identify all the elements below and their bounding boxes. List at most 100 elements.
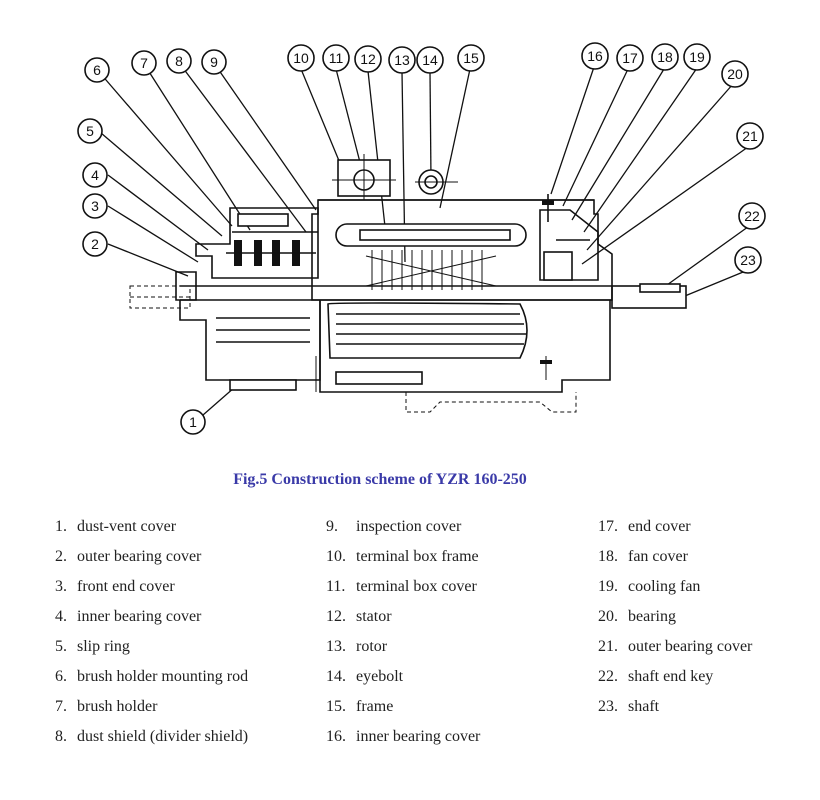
callout-16: 16 [581,42,609,70]
legend-item: 1. dust-vent cover [55,518,248,548]
legend-item: 4.inner bearing cover [55,608,248,638]
legend-item: 3.front end cover [55,578,248,608]
legend-column-1: 1.dust-vent cover 2.outer bearing cover … [55,518,248,758]
callout-13: 13 [388,46,416,74]
svg-text:9: 9 [210,54,218,70]
svg-text:14: 14 [422,52,438,68]
legend-number: 22. [598,668,618,685]
callout-11: 11 [322,44,350,72]
legend-number: 4. [55,608,67,625]
legend-label: stator [356,608,392,625]
legend-label: fan cover [628,548,688,565]
left-fins [216,317,310,343]
callout-20: 20 [721,60,749,88]
svg-text:18: 18 [657,49,673,65]
legend-label: slip ring [77,638,130,655]
callouts: 1 2 3 4 5 6 7 8 9 10 11 12 13 14 15 16 1… [77,42,766,435]
legend-number: 20. [598,608,618,625]
legend-number: 14. [326,668,346,685]
legend-label: terminal box cover [356,578,477,595]
legend-number: 11. [326,578,346,595]
svg-text:4: 4 [91,167,99,183]
legend-item: 18. fan cover [598,548,752,578]
callout-7: 7 [131,50,157,76]
legend-label: outer bearing cover [77,548,202,565]
legend-item: 21.outer bearing cover [598,638,752,668]
legend-number: 16. [326,728,346,745]
slip-rings [226,240,316,266]
legend-label: brush holder mounting rod [77,668,249,685]
callout-12: 12 [354,45,382,73]
svg-text:11: 11 [329,50,344,66]
svg-text:8: 8 [175,53,183,69]
legend-number: 9. [326,518,338,535]
legend-item: 14.eyebolt [326,668,480,698]
legend-item: 7.brush holder [55,698,248,728]
svg-text:3: 3 [91,198,99,214]
legend-label: shaft end key [628,668,714,685]
callout-10: 10 [287,44,315,72]
svg-text:5: 5 [86,123,94,139]
legend-label: dust shield (divider shield) [77,728,249,745]
legend-number: 2. [55,548,67,565]
legend-item: 8.dust shield (divider shield) [55,728,248,758]
motor-construction-diagram: 1 2 3 4 5 6 7 8 9 10 11 12 13 14 15 16 1… [77,42,766,435]
svg-text:20: 20 [727,66,743,82]
legend-number: 6. [55,668,67,685]
legend-number: 13. [326,638,346,655]
legend-item: 13. rotor [326,638,480,668]
legend-item: 16. inner bearing cover [326,728,480,758]
svg-text:15: 15 [463,50,479,66]
legend-label: outer bearing cover [628,638,753,655]
legend-item: 6. brush holder mounting rod [55,668,248,698]
legend-item: 5.slip ring [55,638,248,668]
legend-label: frame [356,698,394,715]
bearing [543,251,573,281]
legend-number: 10. [326,548,346,565]
legend-label: rotor [356,638,388,655]
callout-22: 22 [738,202,766,230]
svg-text:22: 22 [744,208,760,224]
svg-text:2: 2 [91,236,99,252]
leader-lines [99,63,753,416]
legend-number: 15. [326,698,346,715]
legend-label: dust-vent cover [77,518,177,535]
callout-9: 9 [201,49,227,75]
svg-text:16: 16 [587,48,603,64]
legend-item: 11. terminal box cover [326,578,480,608]
legend-number: 1. [55,518,67,535]
shaft-end-key [639,283,681,293]
legend-item: 15. frame [326,698,480,728]
legend-number: 23. [598,698,618,715]
dust-vent-cover [229,379,297,391]
svg-text:17: 17 [622,50,638,66]
callout-8: 8 [166,48,192,74]
legend-label: shaft [628,698,660,715]
legend-item: 17. end cover [598,518,752,548]
frame-fins [336,313,526,345]
callout-17: 17 [616,44,644,72]
legend-item: 2. outer bearing cover [55,548,248,578]
callout-1: 1 [180,409,206,435]
legend-label: bearing [628,608,676,625]
legend-item: 20. bearing [598,608,752,638]
legend-label: inspection cover [356,518,462,535]
legend-label: terminal box frame [356,548,479,565]
svg-text:10: 10 [293,50,309,66]
callout-2: 2 [82,231,108,257]
legend-number: 18. [598,548,618,565]
legend-item: 9. inspection cover [326,518,480,548]
legend-item: 23. shaft [598,698,752,728]
legend-column-3: 17.end cover 18.fan cover 19.cooling fan… [598,518,752,728]
callout-19: 19 [683,43,711,71]
legend-label: inner bearing cover [356,728,481,745]
legend-label: end cover [628,518,691,535]
svg-text:13: 13 [394,52,410,68]
callout-3: 3 [82,193,108,219]
callout-4: 4 [82,162,108,188]
callout-15: 15 [457,44,485,72]
svg-text:6: 6 [93,62,101,78]
svg-text:19: 19 [689,49,705,65]
motor-body [129,154,687,413]
legend-number: 17. [598,518,618,535]
